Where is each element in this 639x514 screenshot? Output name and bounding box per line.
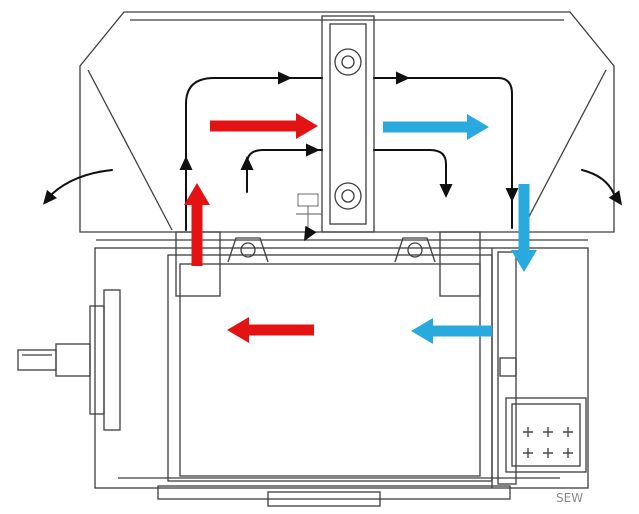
plus-mark (523, 427, 533, 437)
shaft-assembly (17, 289, 121, 431)
airflow-arrows (184, 113, 537, 344)
plus-mark (543, 427, 553, 437)
lifting-lugs (227, 237, 436, 263)
hot-air-arrow-up-head (184, 183, 210, 205)
drain-valve-detail (296, 193, 322, 230)
base-feet (118, 477, 560, 507)
plus-mark (563, 427, 573, 437)
inner-loop-right (373, 149, 447, 193)
cooler-core-column (321, 15, 375, 233)
air-arrowhead (179, 156, 193, 170)
exhaust-right (581, 169, 615, 195)
cooler-housing (79, 11, 615, 233)
hot-air-arrow-right-head (296, 113, 318, 139)
watermark: SEW (556, 491, 583, 505)
air-arrowhead (396, 71, 410, 85)
air-arrowhead (43, 189, 57, 205)
air-arrowhead (505, 188, 519, 202)
air-arrowhead (608, 190, 623, 206)
air-circulation-arrows (43, 71, 623, 242)
plus-mark (523, 448, 533, 458)
inner-loop-left (246, 149, 323, 193)
cold-air-arrow-down-head (511, 250, 537, 272)
air-arrowhead (304, 225, 317, 242)
hot-air-arrow-left-head (227, 317, 249, 343)
motor-frame (94, 231, 589, 489)
air-arrowhead (240, 156, 254, 170)
cold-air-arrow-left-head (411, 318, 433, 344)
terminal-box (505, 397, 587, 473)
plus-mark (563, 448, 573, 458)
plus-mark (543, 448, 553, 458)
outer-loop-left (185, 77, 323, 231)
air-arrowhead (278, 71, 292, 85)
air-arrowhead (306, 143, 320, 157)
terminal-plus-marks (523, 427, 573, 458)
air-arrowhead (439, 184, 453, 198)
outer-loop-right (373, 77, 513, 229)
exhaust-left (51, 169, 113, 195)
cold-air-arrow-right-head (467, 114, 489, 140)
